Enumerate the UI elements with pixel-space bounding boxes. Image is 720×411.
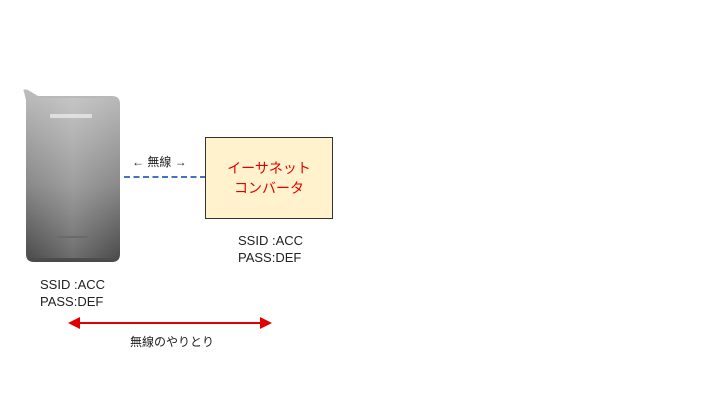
ethernet-converter-box: イーサネット コンバータ (205, 137, 333, 219)
wireless-dashed-line (124, 176, 206, 178)
router-ssid: SSID :ACC (40, 277, 106, 292)
converter-pass: PASS:DEF (238, 250, 302, 265)
wifi-router-image (22, 86, 122, 262)
router-credentials: SSID :ACC PASS:DEF (40, 276, 112, 310)
router-pass: PASS:DEF (40, 294, 104, 309)
wireless-link-label: ← 無線 → (132, 155, 187, 169)
converter-ssid: SSID :ACC (238, 233, 304, 248)
converter-title-line2: コンバータ (234, 180, 304, 196)
converter-credentials: SSID :ACC PASS:DEF (238, 232, 318, 266)
double-headed-red-arrow (68, 316, 272, 330)
wireless-exchange-caption: 無線のやりとり (130, 335, 215, 349)
converter-title-line1: イーサネット (227, 160, 311, 176)
